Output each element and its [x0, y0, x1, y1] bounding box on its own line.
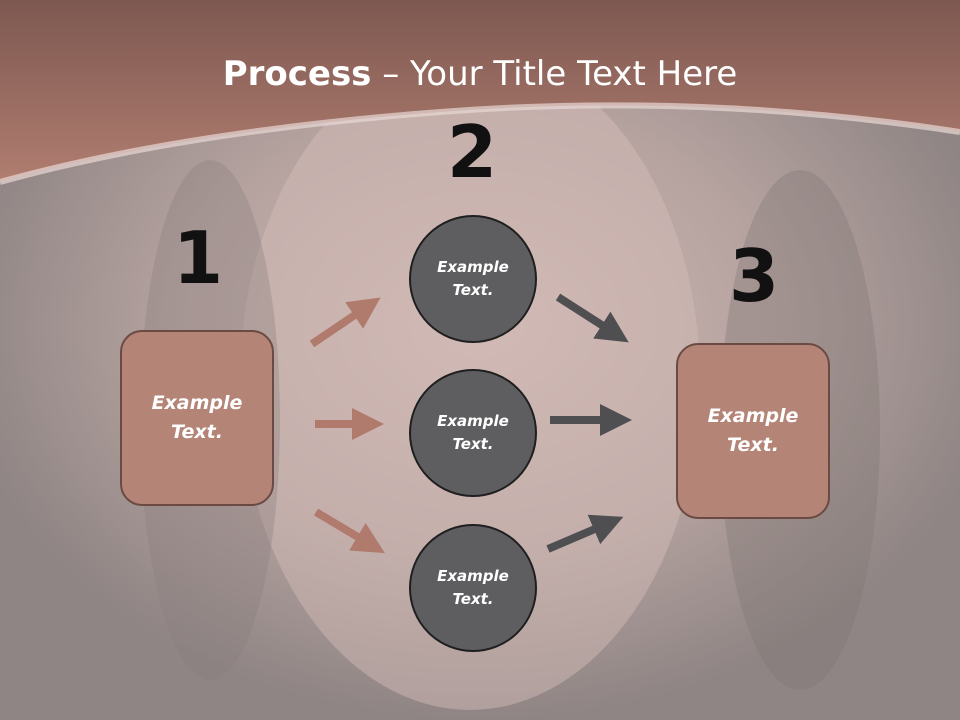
title-bold: Process — [222, 54, 372, 94]
arrow-left-to-bottom — [313, 508, 385, 554]
step-3-box: Example Text. — [676, 343, 830, 519]
step-2-circle-top-label: Example Text. — [437, 258, 509, 299]
step-number-1: 1 — [172, 216, 224, 300]
step-2-circle-bottom: Example Text. — [409, 524, 537, 652]
header-curve-highlight — [0, 102, 960, 185]
step-2-circle-middle-label: Example Text. — [437, 412, 509, 453]
arrow-bottom-to-right — [546, 514, 624, 553]
arrow-left-to-top — [309, 297, 381, 348]
slide-title: Process – Your Title Text Here — [0, 52, 960, 96]
step-2-circle-bottom-label: Example Text. — [437, 567, 509, 608]
header-band — [0, 0, 960, 182]
step-2-circle-top: Example Text. — [409, 215, 537, 343]
arrow-top-to-right — [555, 293, 629, 343]
step-number-3: 3 — [728, 234, 780, 318]
step-1-box: Example Text. — [120, 330, 274, 506]
step-1-label: Example Text. — [151, 392, 243, 443]
step-number-2: 2 — [446, 110, 498, 194]
step-2-circle-middle: Example Text. — [409, 369, 537, 497]
step-3-label: Example Text. — [707, 405, 799, 456]
title-rest: – Your Title Text Here — [371, 54, 738, 94]
